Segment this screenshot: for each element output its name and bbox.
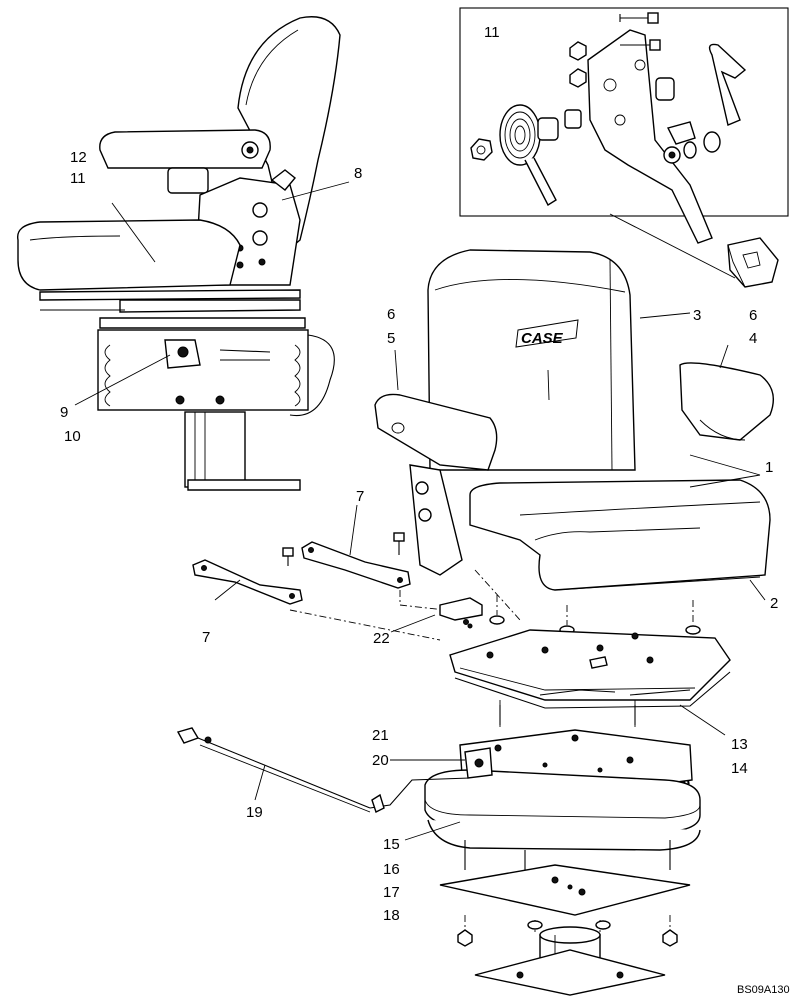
svg-text:CASE: CASE	[521, 330, 564, 347]
callout-2: 2	[770, 595, 778, 612]
drawing-code: BS09A130	[737, 984, 790, 996]
cable-part	[176, 727, 471, 813]
callout-14: 14	[731, 760, 748, 777]
suspension-assembly	[424, 729, 701, 996]
callout-10: 10	[64, 428, 81, 445]
slide-rail-assembly	[449, 629, 731, 725]
spring-coil-part	[470, 104, 582, 206]
detail-inset: 11	[459, 7, 789, 279]
callout-12: 12	[70, 149, 87, 166]
callout-16: 16	[383, 861, 400, 878]
callout-8: 8	[354, 165, 362, 182]
callout-6-right: 6	[749, 307, 757, 324]
main-seat-assembly: CASE	[374, 249, 774, 635]
callout-20: 20	[372, 752, 389, 769]
callout-5: 5	[387, 330, 395, 347]
small-bracket-part	[439, 597, 483, 629]
lever-knob-part	[727, 237, 779, 288]
callout-21: 21	[372, 727, 389, 744]
callout-13: 13	[731, 736, 748, 753]
main-seat-leaders	[394, 312, 766, 601]
callout-19: 19	[246, 804, 263, 821]
callout-6-left: 6	[387, 306, 395, 323]
callout-11-inset: 11	[484, 24, 500, 41]
callout-7-top: 7	[356, 488, 364, 505]
strap-part-right	[301, 541, 411, 589]
callout-4: 4	[749, 330, 757, 347]
seat-side-view	[16, 16, 341, 491]
callout-15: 15	[383, 836, 400, 853]
callout-3: 3	[693, 307, 701, 324]
callout-22: 22	[373, 630, 390, 647]
pivot-bracket-part	[569, 12, 747, 244]
strap-part-left	[192, 559, 303, 605]
strap-bolts	[282, 532, 405, 566]
callout-numbers: 12 11 8 9 10 6 5 3 6 4 1 2 7 7 22 13 14 …	[60, 149, 790, 996]
case-logo: CASE	[515, 319, 579, 348]
callout-9: 9	[60, 404, 68, 421]
callout-18: 18	[383, 907, 400, 924]
leader-lines	[74, 181, 726, 841]
callout-1: 1	[765, 459, 773, 476]
callout-17: 17	[383, 884, 400, 901]
callout-11: 11	[70, 170, 86, 187]
callout-7-bottom: 7	[202, 629, 210, 646]
